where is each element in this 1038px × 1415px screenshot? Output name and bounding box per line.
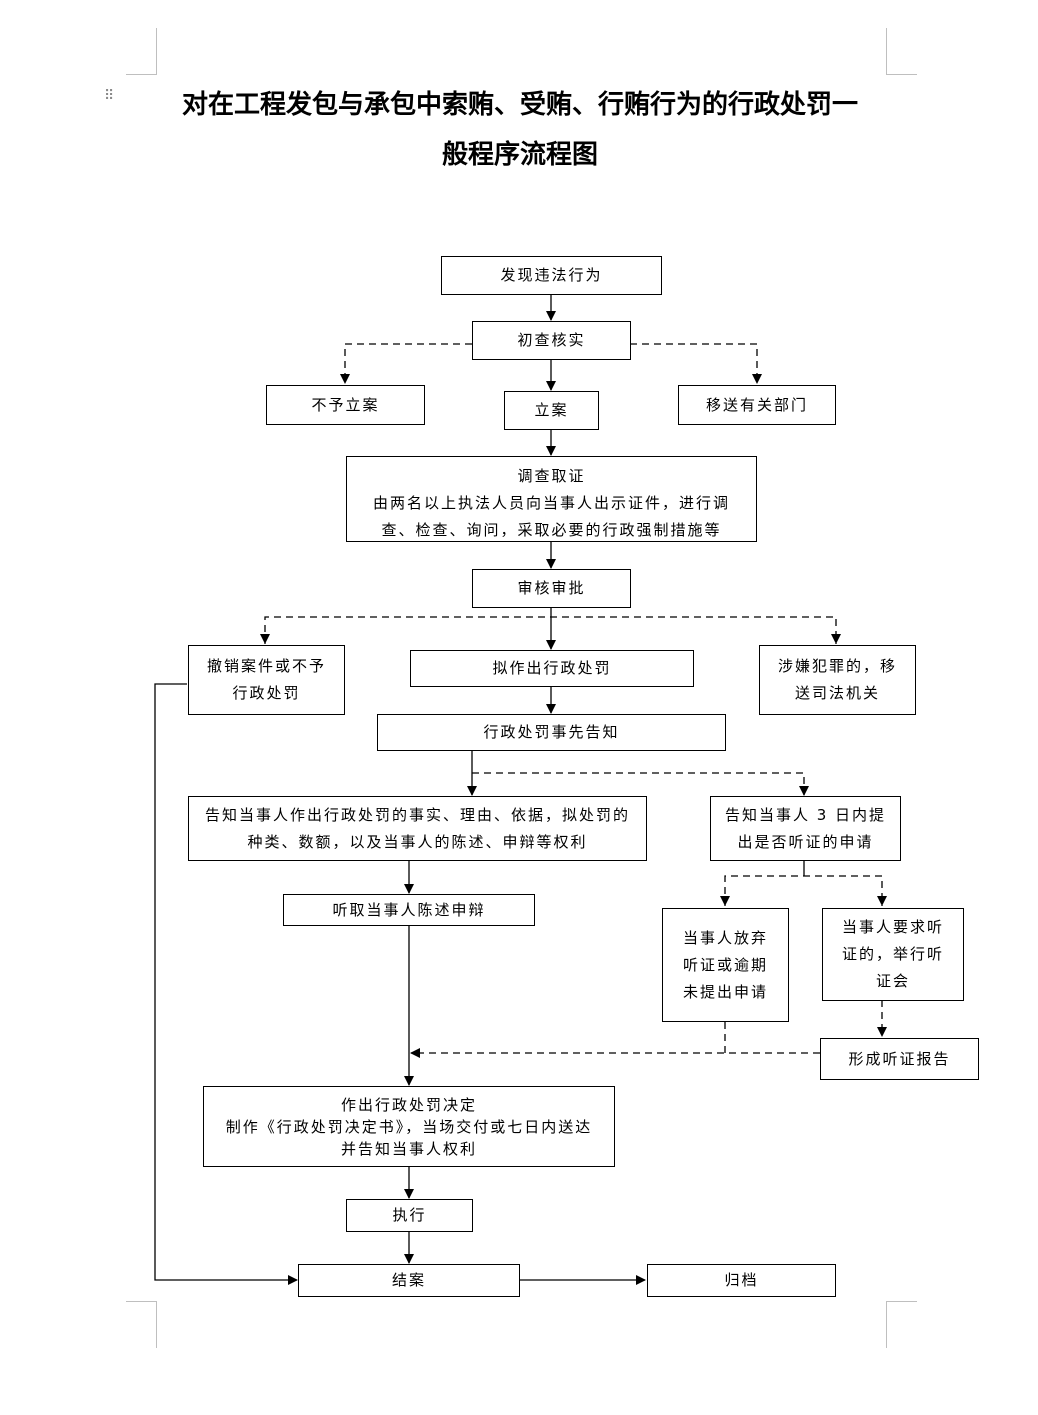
node-investigation: 调查取证 由两名以上执法人员向当事人出示证件，进行调 查、检查、询问，采取必要的… xyxy=(346,456,757,542)
node-request-hearing: 当事人要求听 证的，举行听 证会 xyxy=(822,908,964,1001)
node-plan-penalty: 拟作出行政处罚 xyxy=(410,650,694,687)
node-close-case-label: 结案 xyxy=(391,1271,426,1289)
node-crime-transfer-line-2: 送司法机关 xyxy=(794,684,880,702)
node-penalty-decision-line-3: 并告知当事人权利 xyxy=(340,1139,477,1158)
node-notify-facts-line-1: 告知当事人作出行政处罚的事实、理由、依据，拟处罚的 xyxy=(204,805,630,824)
node-preliminary-check: 初查核实 xyxy=(472,321,631,360)
node-notify-facts-line-2: 种类、数额，以及当事人的陈述、申辩等权利 xyxy=(247,832,588,851)
node-file-case: 立案 xyxy=(504,391,599,430)
node-file-case-label: 立案 xyxy=(534,401,569,419)
page-corner-mark-bottom-right xyxy=(886,1301,917,1348)
node-penalty-decision-title: 作出行政处罚决定 xyxy=(340,1095,477,1114)
node-prior-notice: 行政处罚事先告知 xyxy=(377,714,726,751)
node-notify-hearing: 告知当事人 3 日内提 出是否听证的申请 xyxy=(710,796,901,861)
node-discover-label: 发现违法行为 xyxy=(500,266,603,284)
node-hear-statement-label: 听取当事人陈述申辩 xyxy=(332,900,486,919)
page-corner-mark-top-left xyxy=(126,28,157,75)
node-no-case-label: 不予立案 xyxy=(311,395,380,414)
node-archive: 归档 xyxy=(647,1264,836,1297)
node-penalty-decision-line-2: 制作《行政处罚决定书》，当场交付或七日内送达 xyxy=(225,1117,593,1136)
node-revoke-case: 撤销案件或不予 行政处罚 xyxy=(188,645,345,715)
node-review-approval: 审核审批 xyxy=(472,569,631,608)
node-transfer-department-label: 移送有关部门 xyxy=(705,395,808,414)
page-corner-mark-bottom-left xyxy=(126,1301,157,1348)
node-waive-hearing: 当事人放弃 听证或逾期 未提出申请 xyxy=(662,908,789,1022)
node-hearing-report-label: 形成听证报告 xyxy=(848,1049,951,1068)
node-investigation-line-2: 由两名以上执法人员向当事人出示证件，进行调 xyxy=(372,494,730,512)
node-execute: 执行 xyxy=(346,1199,473,1232)
node-hearing-report: 形成听证报告 xyxy=(820,1038,979,1080)
node-notify-hearing-line-2: 出是否听证的申请 xyxy=(737,832,874,851)
node-discover-violation: 发现违法行为 xyxy=(441,256,662,295)
node-preliminary-check-label: 初查核实 xyxy=(517,331,586,349)
page-corner-mark-top-right xyxy=(886,28,917,75)
node-request-hearing-line-2: 证的，举行听 xyxy=(841,945,944,963)
title-line-2: 般程序流程图 xyxy=(441,140,598,170)
node-penalty-decision: 作出行政处罚决定 制作《行政处罚决定书》，当场交付或七日内送达 并告知当事人权利 xyxy=(203,1086,615,1167)
node-close-case: 结案 xyxy=(298,1264,520,1297)
node-execute-label: 执行 xyxy=(392,1206,427,1224)
node-transfer-department: 移送有关部门 xyxy=(678,385,836,425)
drag-handle-icon[interactable]: ⠿ xyxy=(104,88,114,104)
node-waive-hearing-line-3: 未提出申请 xyxy=(682,982,768,1001)
node-waive-hearing-line-2: 听证或逾期 xyxy=(682,955,768,974)
node-investigation-title: 调查取证 xyxy=(517,467,586,485)
node-investigation-line-3: 查、检查、询问，采取必要的行政强制措施等 xyxy=(381,521,722,539)
node-notify-hearing-line-1: 告知当事人 3 日内提 xyxy=(724,805,887,824)
node-no-case: 不予立案 xyxy=(266,385,425,425)
node-hear-statement: 听取当事人陈述申辩 xyxy=(283,894,535,926)
node-request-hearing-line-1: 当事人要求听 xyxy=(841,918,944,936)
node-notify-facts: 告知当事人作出行政处罚的事实、理由、依据，拟处罚的 种类、数额，以及当事人的陈述… xyxy=(188,796,647,861)
node-crime-transfer: 涉嫌犯罪的，移 送司法机关 xyxy=(759,645,916,715)
node-archive-label: 归档 xyxy=(724,1271,759,1289)
title-line-1: 对在工程发包与承包中索贿、受贿、行贿行为的行政处罚一 xyxy=(181,90,858,120)
node-crime-transfer-line-1: 涉嫌犯罪的，移 xyxy=(777,657,897,675)
node-review-approval-label: 审核审批 xyxy=(517,579,586,597)
page-title: 对在工程发包与承包中索贿、受贿、行贿行为的行政处罚一 般程序流程图 xyxy=(120,80,920,180)
node-waive-hearing-line-1: 当事人放弃 xyxy=(682,928,768,947)
node-revoke-case-line-1: 撤销案件或不予 xyxy=(206,657,326,675)
node-plan-penalty-label: 拟作出行政处罚 xyxy=(492,659,612,677)
node-prior-notice-label: 行政处罚事先告知 xyxy=(483,723,620,741)
node-request-hearing-line-3: 证会 xyxy=(875,972,910,990)
node-revoke-case-line-2: 行政处罚 xyxy=(232,684,301,702)
